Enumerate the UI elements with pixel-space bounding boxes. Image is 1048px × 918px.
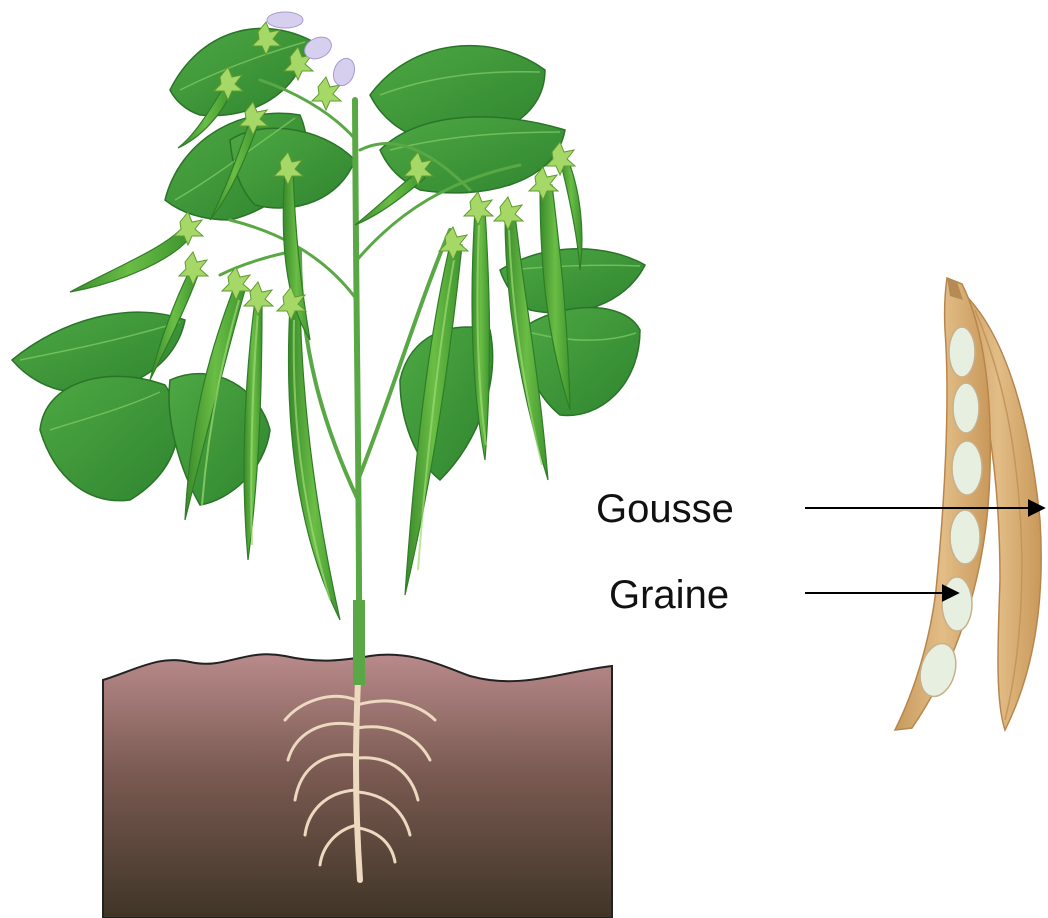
pod-highlights	[202, 225, 542, 600]
pod-label: Gousse	[596, 489, 734, 529]
seed-label: Graine	[609, 575, 729, 615]
